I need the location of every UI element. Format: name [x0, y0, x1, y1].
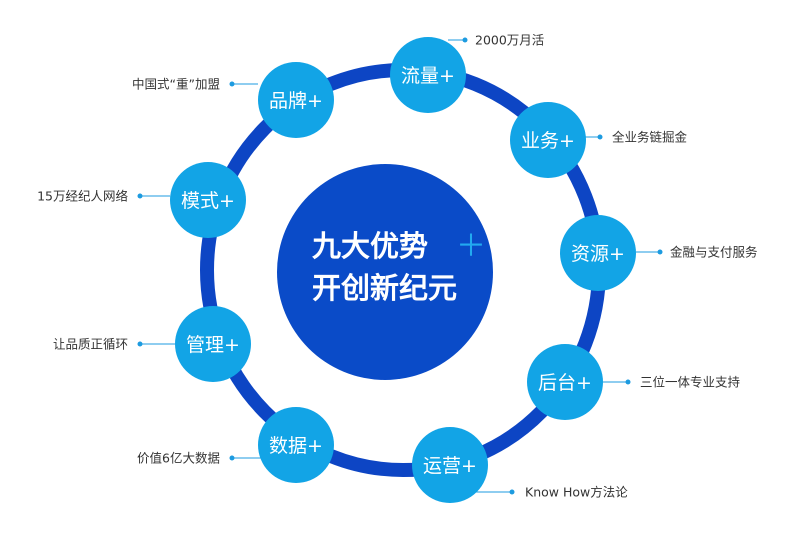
node-label: 模式+ [181, 190, 235, 212]
node-label: 运营+ [423, 455, 477, 477]
node-5: 数据+ 价值6亿大数据 [137, 407, 334, 483]
node-3: 后台+ 三位一体专业支持 [527, 344, 740, 420]
callout-dot [229, 455, 235, 461]
callout-text: 全业务链掘金 [612, 130, 688, 145]
callout-dot [137, 193, 143, 199]
node-label: 资源+ [571, 243, 625, 265]
node-circle [170, 162, 246, 238]
callout-dot [229, 81, 235, 87]
node-2: 资源+ 金融与支付服务 [560, 215, 758, 291]
node-7: 模式+ 15万经纪人网络 [37, 162, 246, 238]
node-circle [527, 344, 603, 420]
node-4: 运营+ Know How方法论 [412, 427, 628, 503]
node-circle [510, 102, 586, 178]
node-0: 流量+ 2000万月活 [390, 33, 544, 113]
callout-text: 中国式“重”加盟 [132, 77, 220, 92]
callout-dot [597, 134, 603, 140]
node-label: 数据+ [269, 435, 323, 457]
callout-dot [137, 341, 143, 347]
node-label: 管理+ [186, 334, 240, 356]
callout-dot [657, 249, 663, 255]
callout-text: 价值6亿大数据 [137, 451, 220, 466]
callout-text: 2000万月活 [475, 33, 544, 48]
node-circle [258, 62, 334, 138]
node-6: 管理+ 让品质正循环 [53, 306, 251, 382]
node-label: 业务+ [521, 130, 575, 152]
callout-text: 金融与支付服务 [670, 245, 758, 260]
node-1: 业务+ 全业务链掘金 [510, 102, 688, 178]
center-plus: ＋ [456, 229, 486, 264]
callout-dot [509, 489, 515, 495]
center-title-line1: 九大优势 [312, 229, 428, 263]
node-8: 品牌+ 中国式“重”加盟 [132, 62, 334, 138]
node-circle [175, 306, 251, 382]
center-circle [277, 164, 493, 380]
node-label: 流量+ [401, 65, 455, 87]
callout-dot [462, 37, 468, 43]
node-circle [560, 215, 636, 291]
callout-text: 三位一体专业支持 [640, 375, 740, 390]
node-label: 品牌+ [269, 90, 323, 112]
node-label: 后台+ [538, 372, 592, 394]
center-title-line2: 开创新纪元 [312, 271, 457, 305]
callout-text: 让品质正循环 [53, 337, 128, 352]
callout-dot [625, 379, 631, 385]
callout-text: 15万经纪人网络 [37, 189, 128, 204]
node-circle [390, 37, 466, 113]
node-circle [412, 427, 488, 503]
callout-text: Know How方法论 [525, 485, 628, 500]
node-circle [258, 407, 334, 483]
